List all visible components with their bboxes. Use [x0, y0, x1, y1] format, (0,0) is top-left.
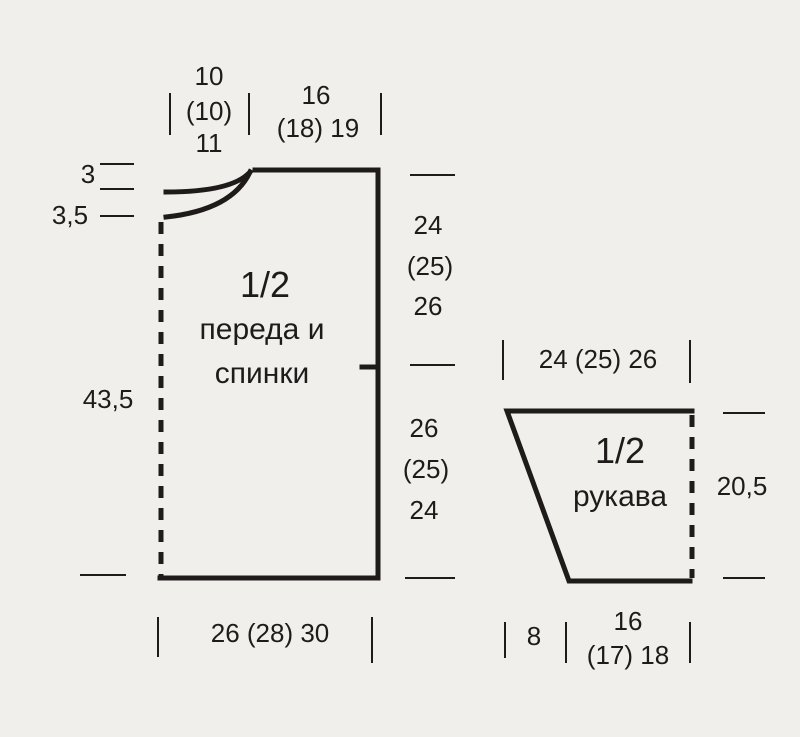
body-outline: [157, 167, 381, 581]
body-title-line3: спинки: [215, 357, 309, 390]
sleeve-top-width-label: 24 (25) 26: [539, 344, 658, 374]
neck-depth-bottom-label: 3,5: [52, 200, 88, 230]
sleeve-title-fraction: 1/2: [595, 430, 645, 471]
armhole-label-3: 26: [414, 291, 443, 321]
neckline-front: [163, 168, 254, 220]
sleeve-title-line2: рукава: [573, 480, 667, 513]
neck-width-label-2: (10): [186, 96, 232, 126]
lower-length-label-1: 26: [410, 413, 439, 443]
sleeve-bottom-width-label-2: (17) 18: [587, 640, 669, 670]
body-piece: 1/2 переда и спинки 10 (10) 11 16 (18) 1…: [52, 61, 455, 663]
neckline-back: [163, 168, 254, 195]
sleeve-outline: [503, 408, 695, 584]
bottom-width-label: 26 (28) 30: [211, 618, 330, 648]
shoulder-width-label-2: (18) 19: [277, 113, 359, 143]
side-length-label: 43,5: [83, 384, 134, 414]
sleeve-height-label: 20,5: [717, 471, 768, 501]
body-title-line2: переда и: [200, 313, 325, 346]
armhole-label-1: 24: [414, 210, 443, 240]
sleeve-piece: 24 (25) 26 1/2 рукава 20,5 8 16 (17) 18: [502, 340, 768, 670]
neck-width-label-1: 10: [195, 61, 224, 91]
sleeve-bottom-left-label: 8: [527, 621, 541, 651]
neck-depth-top-label: 3: [81, 159, 95, 189]
body-title-fraction: 1/2: [240, 264, 290, 305]
sleeve-bottom-width-label-1: 16: [614, 606, 643, 636]
neck-width-label-3: 11: [196, 128, 223, 158]
lower-length-label-3: 24: [410, 495, 439, 525]
shoulder-width-label-1: 16: [302, 80, 331, 110]
armhole-label-2: (25): [407, 251, 453, 281]
lower-length-label-2: (25): [403, 454, 449, 484]
